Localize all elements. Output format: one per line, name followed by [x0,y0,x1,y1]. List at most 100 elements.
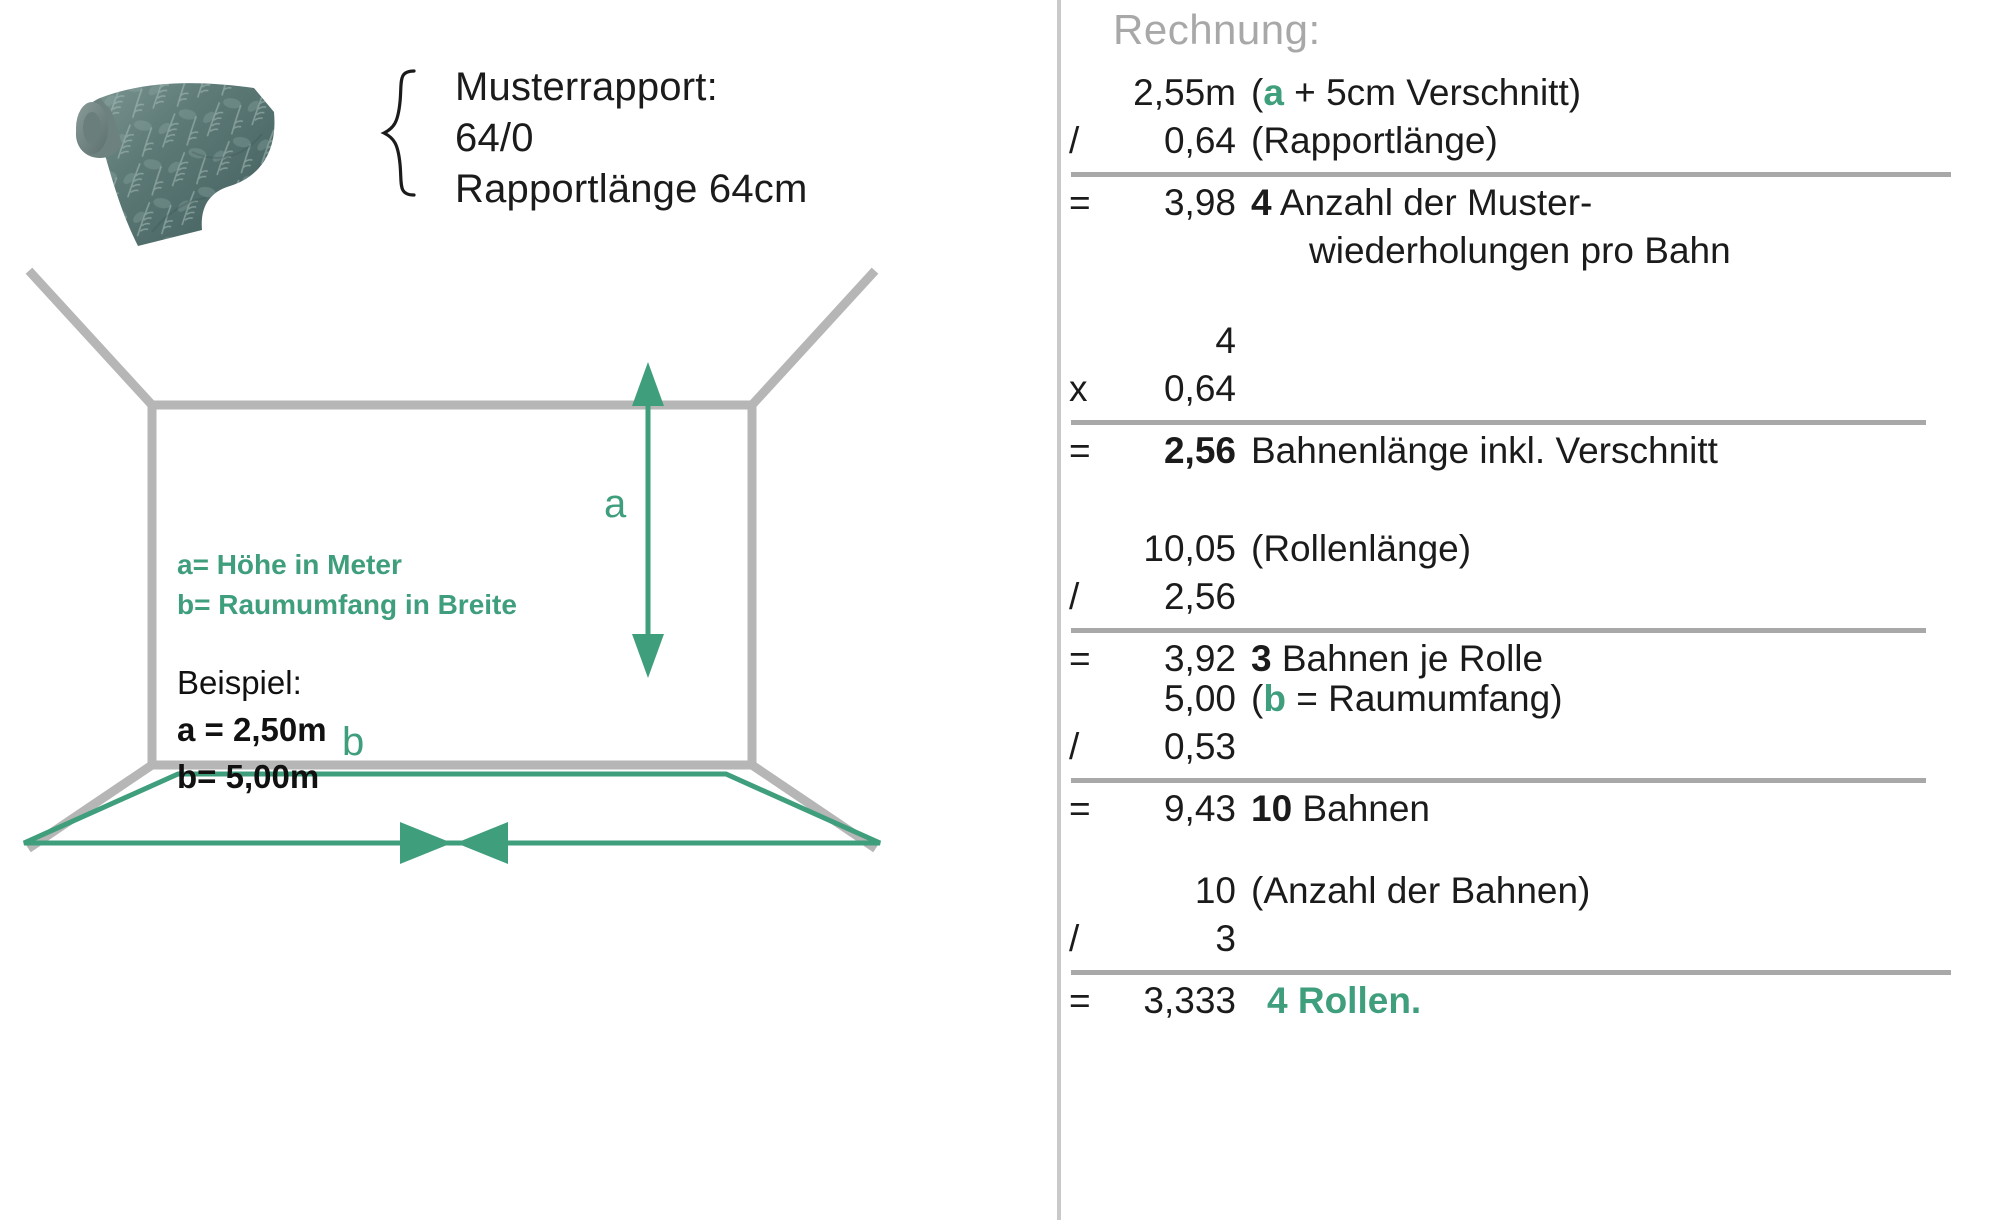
calc-result-operand: = 3,98 [1061,182,1236,224]
calc-rule [1071,172,1951,177]
vertical-divider [1057,0,1061,1220]
legend-line-b: b= Raumumfang in Breite [177,588,517,620]
example-block: Beispiel: a = 2,50m b= 5,00m [177,660,327,801]
calc-row: 2,55m (a + 5cm Verschnitt) [1061,72,2000,120]
calc-value: 5,00 [1163,678,1236,719]
calc-rule [1071,778,1926,783]
calculation-panel: Rechnung: 2,55m (a + 5cm Verschnitt) / 0… [1061,0,2000,1220]
calc-operand: x 0,64 [1061,368,1236,410]
calc-value: 10 [1194,870,1236,911]
result-label: Bahnen [1292,788,1431,829]
calc-operand: / 0,64 [1061,120,1236,162]
final-rolls-count: 4 Rollen. [1267,980,1422,1021]
calc-value: 4 [1215,320,1236,361]
curly-brace-icon [380,68,426,198]
musterrapport-line-3: Rapportlänge 64cm [455,167,808,212]
operator-equals: = [1069,980,1091,1021]
calc-result-description-line2: wiederholungen pro Bahn [1309,230,1731,271]
calc-result-value: 3,98 [1163,182,1236,223]
calc-result-value: 3,333 [1143,980,1236,1021]
musterrapport-text: Musterrapport: 64/0 Rapportlänge 64cm [455,62,808,216]
calc-row: / 2,56 [1061,576,2000,624]
calc-result-operand: = 3,92 [1061,638,1236,680]
calc-result-value: 3,92 [1163,638,1236,679]
operator-equals: = [1069,638,1091,679]
calc-result-row: = 9,43 10 Bahnen [1061,788,2000,836]
result-label: Bahnen je Rolle [1271,638,1544,679]
calc-row: 4 [1061,320,2000,368]
calc-value: 0,64 [1163,368,1236,409]
wallpaper-roll-image [42,60,322,250]
dimension-label-b: b [342,720,365,764]
calc-row: 10,05 (Rollenlänge) [1061,528,2000,576]
calc-result-operand: = 3,333 [1061,980,1236,1022]
calc-result-description: Bahnenlänge inkl. Verschnitt [1251,430,1718,471]
legend-line-a: a= Höhe in Meter [177,549,402,580]
operator-divide: / [1069,120,1080,161]
calc-row: / 0,64 (Rapportlänge) [1061,120,2000,168]
calc-operand: 10 [1061,870,1236,912]
calc-operand: 2,55m [1061,72,1236,114]
height-arrow-a [632,362,664,678]
example-title: Beispiel: [177,664,302,701]
calc-result-row: = 2,56 Bahnenlänge inkl. Verschnitt [1061,430,2000,478]
calc-value: 10,05 [1143,528,1236,569]
paren-open: ( [1251,678,1264,719]
operator-divide: / [1069,576,1080,617]
result-label: Anzahl der Muster- [1271,182,1593,223]
accent-variable-a: a [1263,72,1284,113]
calc-rule [1071,970,1951,975]
calc-description: (b = Raumumfang) [1251,678,1563,720]
calc-description: (a + 5cm Verschnitt) [1251,72,1581,114]
left-illustration-panel: Musterrapport: 64/0 Rapportlänge 64cm [0,60,900,870]
calc-rule [1071,420,1926,425]
calculation-title: Rechnung: [1113,6,1321,53]
operator-divide: / [1069,918,1080,959]
calc-final-result: 4 Rollen. [1267,980,1421,1022]
calc-block-5: 10 (Anzahl der Bahnen) / 3 = 3,333 4 Rol… [1061,870,2000,1021]
operator-equals: = [1069,182,1091,223]
calc-result-value: 2,56 [1163,430,1236,471]
operator-equals: = [1069,788,1091,829]
calc-value: 0,53 [1163,726,1236,767]
desc-rest: + 5cm Verschnitt) [1283,72,1582,113]
example-value-b: b= 5,00m [177,757,320,795]
calc-rule [1071,628,1926,633]
calc-result-description: 4 Anzahl der Muster- [1251,182,1592,224]
calc-operand: 5,00 [1061,678,1236,720]
accent-variable-b: b [1263,678,1286,719]
calc-description: (Rollenlänge) [1251,528,1472,569]
calc-row: x 0,64 [1061,368,2000,416]
result-count: 4 [1251,182,1272,223]
operator-divide: / [1069,726,1080,767]
calc-result-row-2: wiederholungen pro Bahn [1061,230,2000,278]
desc-rest: = Raumumfang) [1285,678,1563,719]
calc-row: / 0,53 [1061,726,2000,774]
calc-value: 3 [1215,918,1236,959]
calc-row: 10 (Anzahl der Bahnen) [1061,870,2000,918]
calc-result-operand: = 9,43 [1061,788,1236,830]
calc-result-row: = 3,92 3 Bahnen je Rolle [1061,638,2000,686]
calc-block-1: 2,55m (a + 5cm Verschnitt) / 0,64 (Rappo… [1061,72,2000,271]
calc-value: 0,64 [1163,120,1236,161]
calc-result-description: 3 Bahnen je Rolle [1251,638,1543,680]
result-count: 10 [1251,788,1293,829]
operator-multiply: x [1069,368,1088,409]
operator-equals: = [1069,430,1091,471]
calc-value: 2,56 [1163,576,1236,617]
musterrapport-line-1: Musterrapport: [455,65,718,109]
room-perspective-diagram [0,250,900,870]
paren-open: ( [1251,72,1264,113]
calc-value: 2,55m [1133,72,1236,113]
calc-block-2: 4 x 0,64 = 2,56 Bahnenlänge inkl. Versch… [1061,320,2000,471]
calc-row: 5,00 (b = Raumumfang) [1061,678,2000,726]
dimension-legend: a= Höhe in Meter b= Raumumfang in Breite [177,545,517,625]
calc-operand: / 2,56 [1061,576,1236,618]
calc-result-row: = 3,333 4 Rollen. [1061,980,2000,1028]
calc-operand: 4 [1061,320,1236,362]
musterrapport-line-2: 64/0 [455,116,534,161]
calc-operand: / 3 [1061,918,1236,960]
dimension-label-a: a [604,482,627,526]
example-value-a: a = 2,50m [177,710,327,748]
